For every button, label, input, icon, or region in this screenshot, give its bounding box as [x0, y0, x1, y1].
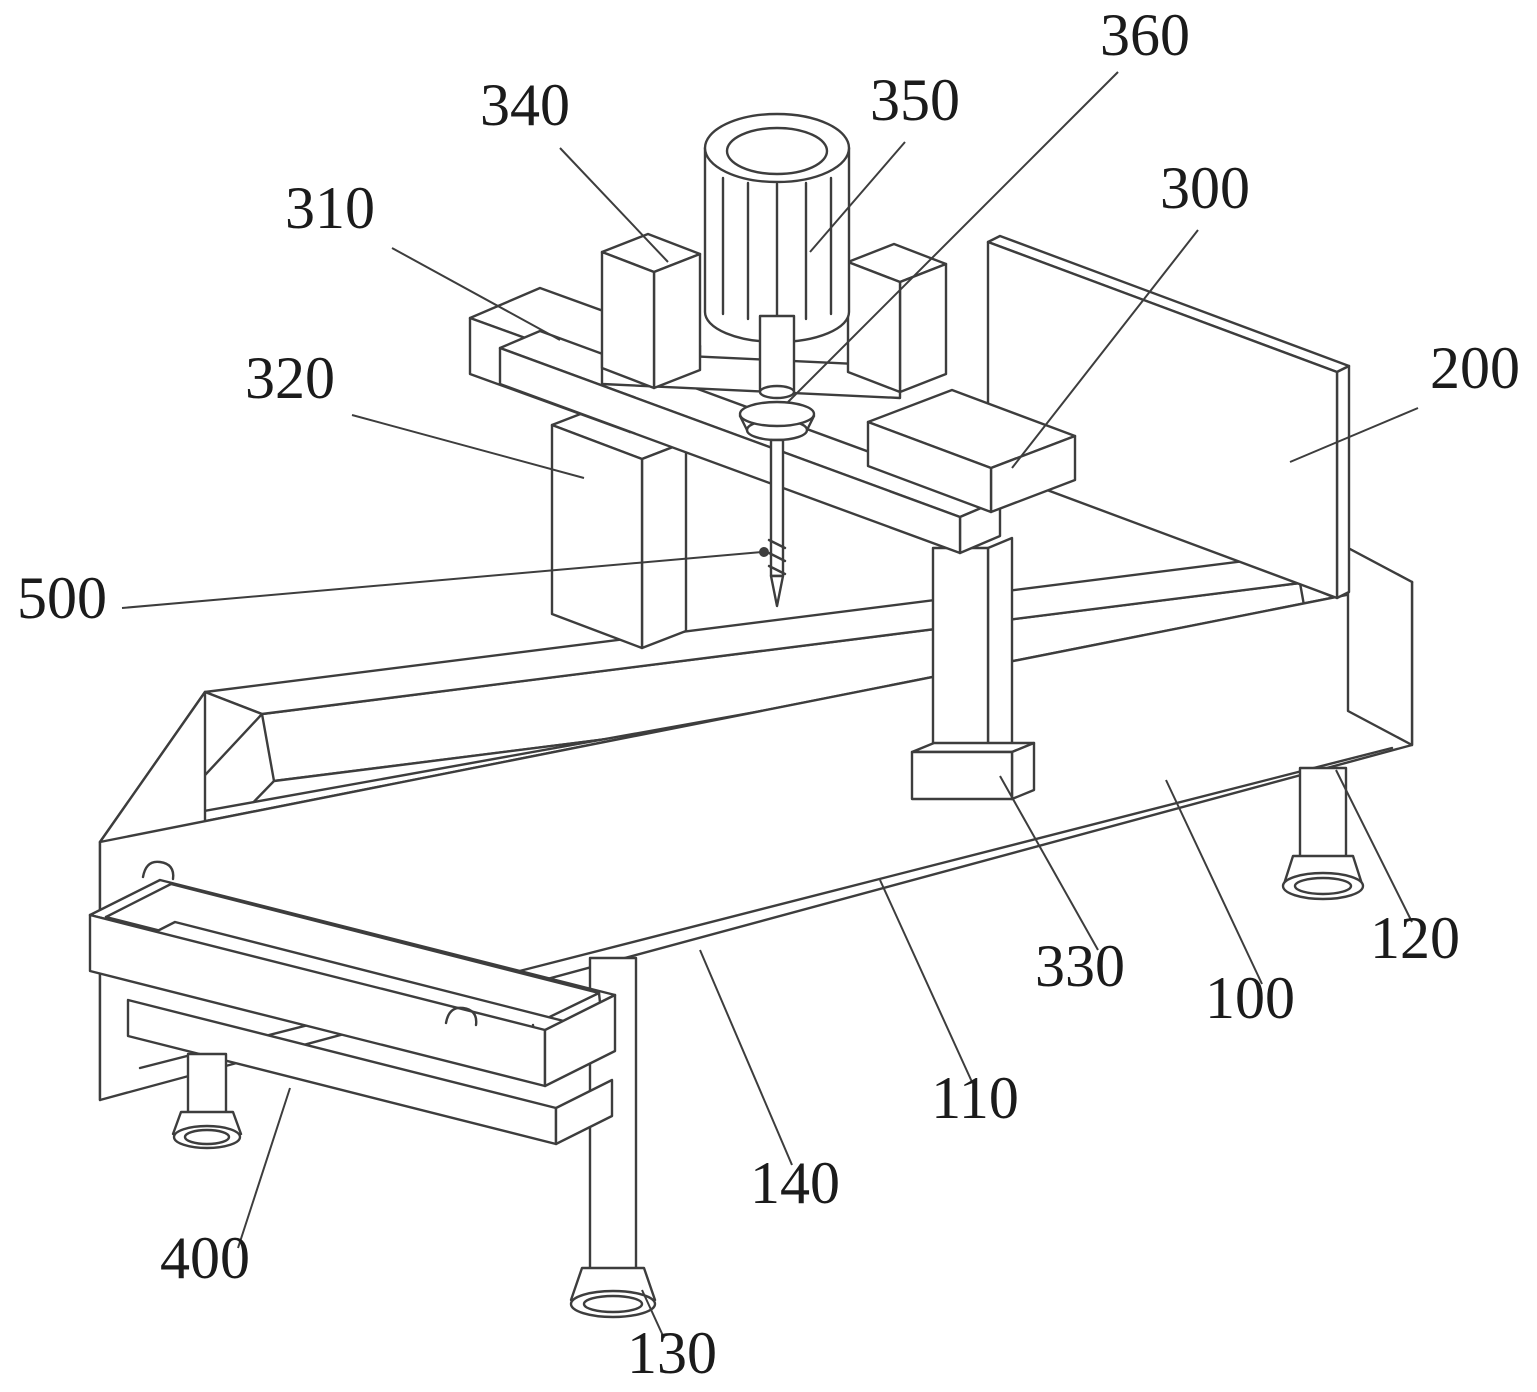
label-140: 140: [750, 1150, 840, 1216]
table-leg-rear-right: [1281, 766, 1365, 901]
leader-line-200: [1289, 407, 1419, 463]
leader-line-320: [351, 414, 585, 479]
foot-base-inner: [582, 1294, 644, 1314]
annotation-330: 330: [999, 775, 1125, 999]
leader-line-140: [699, 949, 793, 1166]
tray-handle-right: [444, 1006, 478, 1027]
leader-line-100: [1165, 779, 1263, 985]
leader-dot-500: [759, 547, 769, 557]
annotation-310: 310: [285, 175, 561, 341]
support-front: [550, 423, 644, 650]
annotation-120: 120: [1335, 769, 1460, 971]
motor-350: [703, 112, 851, 344]
label-360: 360: [1100, 2, 1190, 68]
annotation-140: 140: [699, 949, 840, 1216]
label-200: 200: [1430, 335, 1520, 401]
bit-flutes: [767, 538, 787, 576]
leader-line-110: [879, 879, 973, 1083]
spindle-shaft: [758, 314, 796, 394]
drill-chuck-360: [738, 314, 816, 442]
leader-line-120: [1335, 769, 1413, 923]
annotation-100: 100: [1165, 779, 1295, 1031]
tray-handle-left: [141, 860, 175, 881]
panel-face: [986, 240, 1339, 600]
label-350: 350: [870, 67, 960, 133]
leader-line-310: [391, 247, 561, 341]
leader-line-360: [787, 71, 1119, 403]
label-300: 300: [1160, 155, 1250, 221]
leader-line-400: [237, 1087, 291, 1249]
tray-leg: [171, 1052, 243, 1150]
leader-line-350: [809, 141, 906, 253]
tray-right-face: [543, 993, 617, 1088]
annotation-500: 500: [17, 547, 769, 631]
table-right-end-face: [1346, 546, 1414, 747]
column-base-side: [1010, 741, 1036, 801]
label-120: 120: [1370, 905, 1460, 971]
chuck-flange-sides: [738, 414, 816, 432]
spindle-assembly: [600, 112, 948, 608]
motor-top: [703, 112, 851, 184]
leader-line-130: [641, 1289, 665, 1339]
foot-base-inner: [183, 1128, 231, 1146]
leg-shaft: [186, 1052, 228, 1120]
motor-bracket-340: [600, 232, 948, 394]
annotation-320: 320: [245, 345, 585, 479]
support-column-330: [910, 536, 1036, 801]
leader-line-330: [999, 775, 1099, 951]
chuck-collar: [758, 384, 796, 400]
column-base-front: [910, 750, 1014, 801]
bracket-left-side: [652, 252, 702, 390]
label-500: 500: [17, 565, 107, 631]
leader-line-300: [1011, 229, 1199, 469]
support-side: [640, 440, 688, 650]
label-310: 310: [285, 175, 375, 241]
annotation-350: 350: [809, 67, 960, 253]
bracket-right-front: [846, 260, 902, 394]
collection-tray: [88, 860, 617, 1150]
label-330: 330: [1035, 933, 1125, 999]
panel-right-edge: [1335, 364, 1351, 600]
leader-line-500: [121, 551, 763, 609]
bracket-left-front: [600, 250, 656, 390]
label-110: 110: [931, 1065, 1019, 1131]
plate-front: [866, 420, 993, 514]
label-320: 320: [245, 345, 335, 411]
label-400: 400: [160, 1225, 250, 1291]
motor-facet-lines: [721, 176, 833, 322]
back-panel: [986, 234, 1351, 600]
tray-base-right: [554, 1078, 614, 1146]
annotation-200: 200: [1289, 335, 1520, 463]
annotation-300: 300: [1011, 155, 1250, 469]
beam-front: [498, 346, 962, 555]
motor-top-rim: [725, 126, 829, 176]
annotation-110: 110: [879, 879, 1019, 1131]
label-100: 100: [1205, 965, 1295, 1031]
label-340: 340: [480, 72, 570, 138]
chuck-flange-upper: [738, 400, 816, 428]
bit-tip: [769, 574, 785, 608]
label-130: 130: [627, 1320, 717, 1386]
annotation-340: 340: [480, 72, 669, 263]
right-mount-plate-300: [866, 388, 1077, 514]
annotation-130: 130: [627, 1289, 717, 1386]
leg-shaft: [1298, 766, 1348, 862]
annotations: 340 350 360 310 300 320 200 500: [17, 2, 1520, 1386]
leader-line-340: [559, 147, 669, 263]
annotation-400: 400: [160, 1087, 291, 1291]
drill-bit-500: [767, 438, 787, 608]
annotation-360: 360: [787, 2, 1190, 403]
foot-base-inner: [1293, 876, 1353, 896]
